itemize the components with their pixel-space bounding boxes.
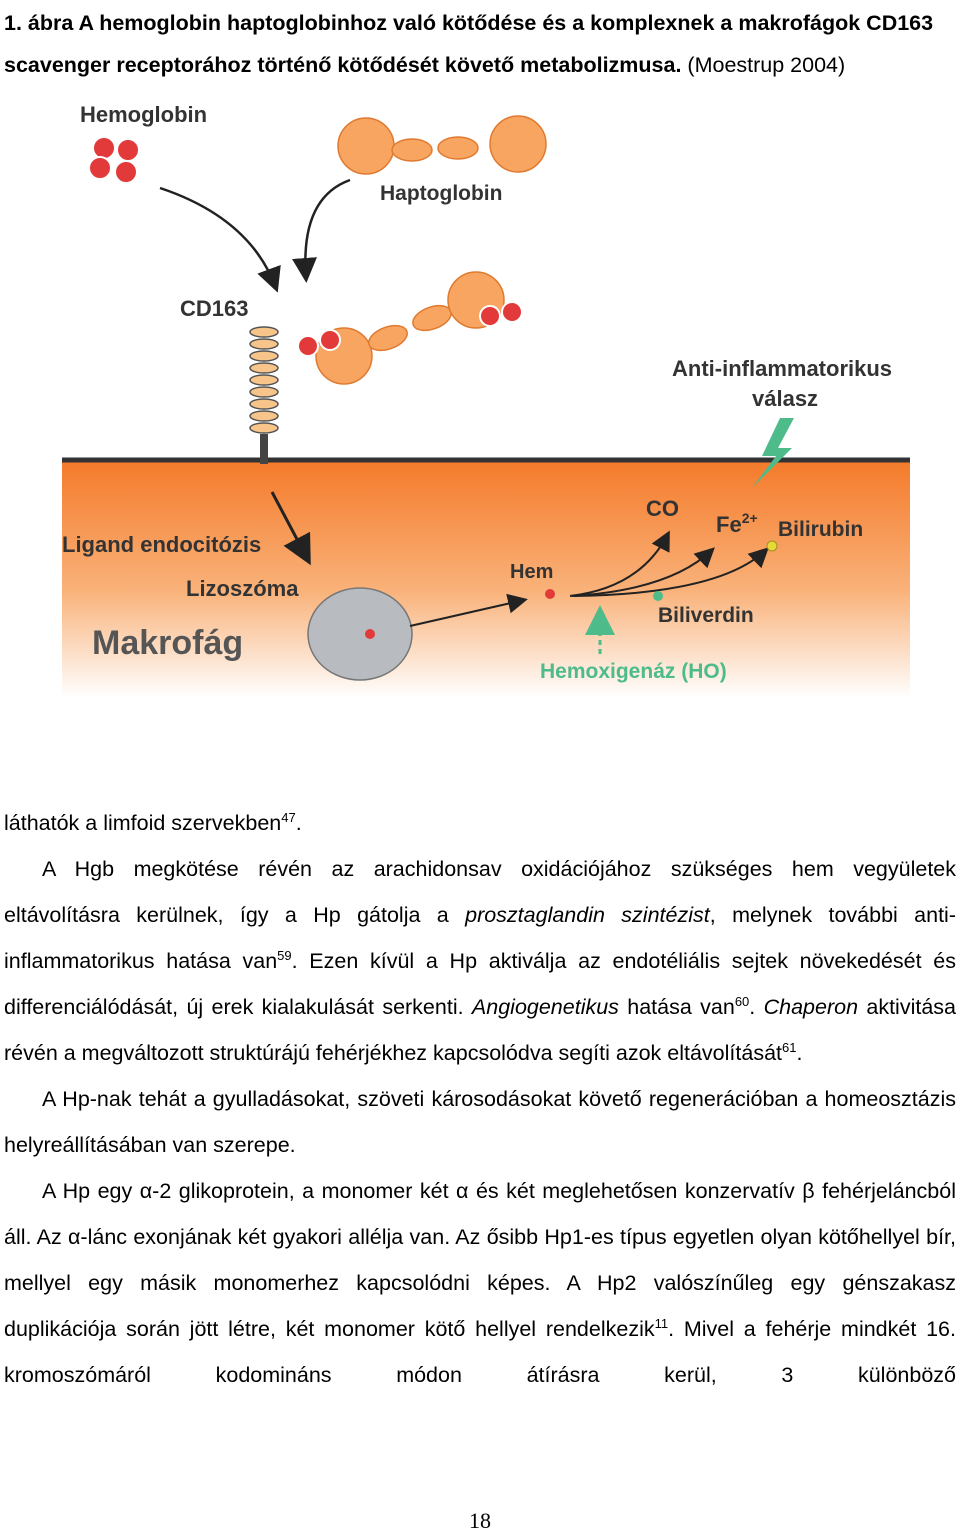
paragraph-2: A Hgb megkötése révén az arachidonsav ox…	[4, 857, 956, 1065]
arrow-endocytosis	[270, 491, 311, 566]
hem-dot	[545, 589, 555, 599]
label-fe-symbol: Fe	[716, 512, 742, 537]
arrow-to-bilirubin	[573, 547, 769, 597]
arrow-hemoglobin-to-receptor	[159, 186, 281, 293]
haptoglobin-molecule	[337, 115, 547, 175]
label-co: CO	[646, 496, 679, 521]
label-biliverdin: Biliverdin	[658, 604, 754, 627]
caption-title: 1. ábra A hemoglobin haptoglobinhoz való…	[4, 11, 934, 77]
page-number: 18	[469, 1508, 491, 1533]
paragraph-4: A Hp egy α-2 glikoprotein, a monomer két…	[4, 1179, 956, 1387]
hemoglobin-molecule	[88, 136, 140, 184]
label-haptoglobin: Haptoglobin	[380, 182, 502, 205]
paragraph-3: A Hp-nak tehát a gyulladásokat, szöveti …	[4, 1087, 956, 1157]
cd163-anchor	[260, 434, 268, 464]
lysosome	[307, 587, 413, 681]
hemoglobin-metabolism-diagram: Hemoglobin Haptoglobin CD163	[62, 102, 910, 698]
figure-caption: 1. ábra A hemoglobin haptoglobinhoz való…	[4, 2, 956, 86]
label-fe: Fe2+	[716, 510, 758, 537]
hb-hp-complex	[297, 271, 523, 385]
paragraph-1: láthatók a limfoid szervekben47.	[4, 809, 302, 835]
macrophage-cytoplasm	[62, 460, 910, 698]
biliverdin-dot	[653, 591, 663, 601]
lysosome-hem-dot	[365, 629, 375, 639]
label-hem: Hem	[510, 561, 553, 583]
label-hemoglobin: Hemoglobin	[80, 102, 207, 127]
label-valasz: válasz	[752, 386, 818, 411]
lightning-signal-icon	[752, 418, 794, 488]
cd163-receptor	[249, 326, 279, 434]
arrow-lysosome-to-hem	[409, 593, 528, 627]
label-cd163: CD163	[180, 296, 248, 321]
label-fe-charge: 2+	[742, 510, 758, 526]
arrow-to-fe	[571, 547, 715, 597]
label-hemoxygenase: Hemoxigenáz (HO)	[540, 660, 727, 683]
body-text: láthatók a limfoid szervekben47. A Hgb m…	[4, 800, 956, 1398]
label-bilirubin: Bilirubin	[778, 518, 863, 541]
arrow-to-co	[569, 530, 670, 597]
bilirubin-dot	[766, 540, 778, 552]
arrow-haptoglobin-to-receptor	[292, 178, 351, 283]
label-macrophage: Makrofág	[92, 624, 243, 662]
label-ligand-endocytosis: Ligand endocitózis	[62, 532, 261, 557]
label-lysosome: Lizoszóma	[186, 576, 299, 601]
label-anti-inflammatory: Anti-inflammatorikus	[672, 356, 892, 381]
caption-source: (Moestrup 2004)	[687, 53, 846, 77]
